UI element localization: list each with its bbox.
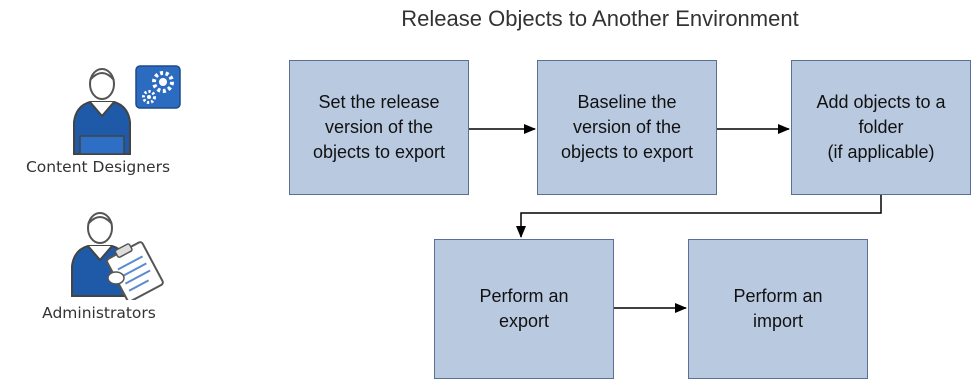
step-add-objects-to-folder: Add objects to a folder (if applicable) [791,60,971,195]
content-designer-icon [73,65,181,155]
step-label: Baseline the version of the objects to e… [560,92,694,162]
step-label: Add objects to a folder (if applicable) [816,92,946,162]
step-baseline-version: Baseline the version of the objects to e… [537,60,717,195]
step-label: Set the release version of the objects t… [312,92,446,162]
role-label-administrators: Administrators [42,304,156,322]
step-perform-import: Perform an import [688,239,868,379]
administrator-icon [71,212,164,300]
step-label: Perform an import [733,286,823,331]
step-label: Perform an export [479,286,569,331]
step-set-release-version: Set the release version of the objects t… [289,60,469,195]
arrow-step3-to-step4 [516,195,882,238]
diagram-title: Release Objects to Another Environment [401,6,799,31]
step-perform-export: Perform an export [434,239,614,379]
role-label-content-designers: Content Designers [25,158,171,176]
